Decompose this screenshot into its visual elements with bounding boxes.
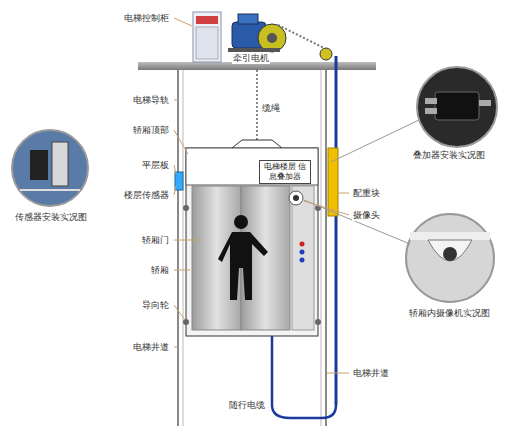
part-label: 导向轮 [141, 300, 170, 311]
part-label: 传感器安装实况图 [14, 212, 88, 223]
part-label: 轿厢 [150, 265, 170, 276]
part-label: 平层板 [141, 160, 170, 171]
part-label: 牵引电机 [232, 53, 270, 64]
part-label: 轿厢顶部 [132, 125, 170, 136]
part-label: 电梯控制柜 [123, 13, 170, 24]
info-box: 电梯楼层 信息叠加器 [259, 160, 311, 184]
part-label: 摄像头 [352, 210, 381, 221]
part-label: 电梯井道 [352, 368, 390, 379]
part-label: 随行电缆 [228, 400, 266, 411]
part-label: 叠加器安装实况图 [412, 150, 486, 161]
part-label: 缆绳 [261, 103, 281, 114]
part-label: 配重块 [352, 188, 381, 199]
part-label: 轿厢门 [141, 235, 170, 246]
part-label: 电梯井道 [132, 342, 170, 353]
part-label: 轿厢内摄像机实况图 [408, 308, 491, 319]
part-label: 楼层传感器 [123, 190, 170, 201]
part-label: 电梯导轨 [132, 95, 170, 106]
box-text: 电梯楼层 信息叠加器 [264, 162, 307, 181]
